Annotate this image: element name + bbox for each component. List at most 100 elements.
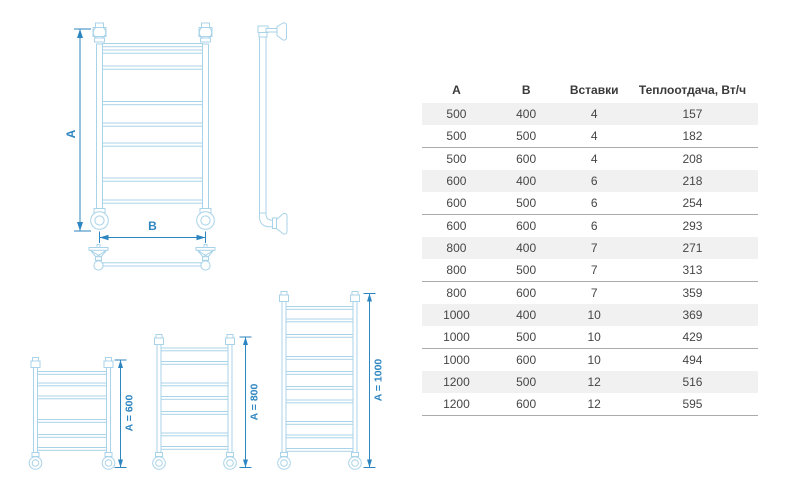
bracket-left <box>88 244 109 271</box>
table-cell: 1000 <box>422 326 491 349</box>
column-header-heat-output: Теплоотдача, Вт/ч <box>638 82 747 97</box>
table-cell: 800 <box>446 286 467 300</box>
table-cell: 4 <box>561 125 627 148</box>
ladder-600-drawing: A = 600 <box>28 357 136 470</box>
table-cell: 800 <box>422 237 491 259</box>
table-cell: 800 <box>422 259 491 282</box>
dimension-600-label: A = 600 <box>124 395 136 432</box>
table-cell: 182 <box>626 125 758 148</box>
front-feet <box>90 208 215 230</box>
table-cell: 7 <box>561 259 627 282</box>
table-row: 800 600 7 359 <box>422 282 758 305</box>
dimension-a-arrow-up <box>77 29 83 38</box>
table-cell: 494 <box>682 353 703 367</box>
table-cell: 1200 <box>422 371 491 393</box>
bracket-detail-drawing <box>88 244 216 271</box>
table-cell: 1000 <box>422 304 491 326</box>
table-cell: 10 <box>561 326 627 349</box>
side-view-drawing <box>257 22 288 235</box>
dimension-b <box>99 231 206 243</box>
table-cell: 12 <box>561 371 627 393</box>
dimension-a-label: A <box>64 129 78 138</box>
dimension-b-arrow-right <box>196 234 206 241</box>
table-cell: 271 <box>626 237 758 259</box>
table-cell: 369 <box>626 304 758 326</box>
table-cell: 429 <box>626 326 758 349</box>
dimension-800-label: A = 800 <box>249 384 261 421</box>
front-view-drawing: A <box>64 22 215 243</box>
table-cell: 6 <box>561 192 627 215</box>
dimension-a <box>74 28 91 232</box>
table-cell: 400 <box>490 170 562 192</box>
column-header-a: А <box>452 82 461 97</box>
table-cell: 6 <box>561 170 627 192</box>
table-cell: 10 <box>587 353 601 367</box>
table-cell: 157 <box>626 103 758 125</box>
table-cell: 4 <box>561 103 627 125</box>
table-row: 1000 600 10 494 <box>422 349 758 372</box>
table-cell: 600 <box>446 219 467 233</box>
table-cell: 500 <box>446 152 467 166</box>
front-top-caps <box>92 22 213 43</box>
table-row: 600 600 6 293 <box>422 215 758 238</box>
table-row: 500 600 4 208 <box>422 148 758 171</box>
table-cell: 313 <box>626 259 758 282</box>
table-cell: 6 <box>590 219 598 233</box>
table-cell: 7 <box>561 237 627 259</box>
table-cell: 600 <box>516 286 537 300</box>
table-cell: 10 <box>561 304 627 326</box>
ladder-1000-drawing: A = 1000 <box>277 291 385 470</box>
table-cell: 600 <box>516 353 537 367</box>
technical-drawing: A <box>28 22 385 470</box>
dimension-a-arrow-down <box>77 222 83 231</box>
table-cell: 516 <box>626 371 758 393</box>
table-cell: 400 <box>490 103 562 125</box>
table-cell: 400 <box>490 237 562 259</box>
table-cell: 218 <box>626 170 758 192</box>
table-cell: 254 <box>626 192 758 215</box>
table-cell: 595 <box>626 393 758 416</box>
table-cell: 293 <box>682 219 703 233</box>
column-header-b: В <box>521 82 531 97</box>
table-cell: 359 <box>682 286 703 300</box>
table-cell: 4 <box>590 152 598 166</box>
table-cell: 500 <box>490 125 562 148</box>
dimension-b-label: B <box>148 219 157 233</box>
table-cell: 12 <box>561 393 627 416</box>
table-cell: 500 <box>490 326 562 349</box>
table-cell: 600 <box>516 152 537 166</box>
table-cell: 1000 <box>443 353 470 367</box>
table-cell: 500 <box>490 371 562 393</box>
table-cell: 500 <box>490 259 562 282</box>
table-cell: 208 <box>682 152 703 166</box>
table-cell: 1200 <box>422 393 491 416</box>
table-cell: 600 <box>422 192 491 215</box>
table-cell: 500 <box>490 192 562 215</box>
table-cell: 500 <box>422 125 491 148</box>
table-cell: 600 <box>516 219 537 233</box>
table-cell: 400 <box>490 304 562 326</box>
table-cell: 600 <box>490 393 562 416</box>
table-cell: 500 <box>422 103 491 125</box>
dimension-b-arrow-left <box>99 234 109 241</box>
front-rungs <box>102 43 203 204</box>
table-cell: 600 <box>422 170 491 192</box>
table-header: А В Вставки Теплоотдача, Вт/ч <box>422 76 758 103</box>
column-header-inserts: Вставки <box>569 82 619 97</box>
bracket-right <box>195 244 216 271</box>
table-cell: 7 <box>590 286 598 300</box>
dimension-1000-label: A = 1000 <box>373 359 385 402</box>
